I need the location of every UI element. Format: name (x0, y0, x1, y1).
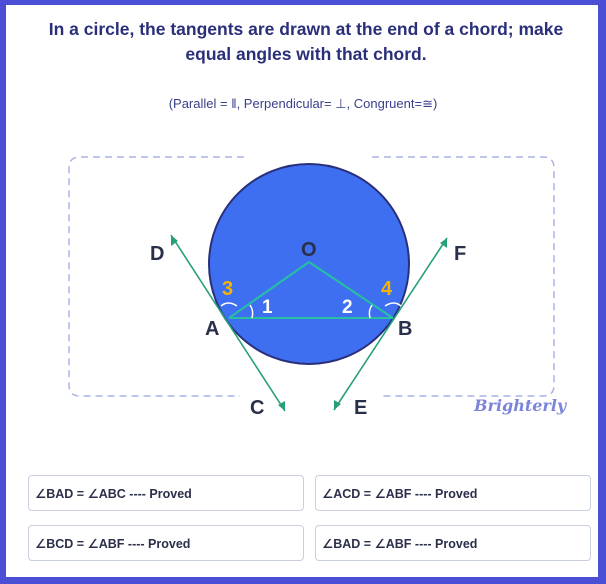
angle-label-3: 3 (222, 278, 233, 300)
answer-option-3[interactable]: ∠BCD = ∠ABF ---- Proved (28, 525, 304, 561)
point-label-b: B (398, 318, 412, 340)
arrowhead-f (440, 238, 447, 248)
point-label-o: O (301, 239, 317, 261)
angle-label-2: 2 (342, 297, 353, 318)
tangent-line-dc (170, 234, 286, 412)
brighterly-logo: Brighterly (474, 396, 567, 415)
circle (208, 163, 410, 365)
angle-arc-3 (220, 302, 238, 307)
angle-label-1: 1 (262, 297, 273, 318)
answer-option-2[interactable]: ∠ACD = ∠ABF ---- Proved (315, 475, 591, 511)
arrowhead-e (334, 400, 341, 410)
answer-option-label: ∠BAD = ∠ABC ---- Proved (35, 486, 192, 501)
angle-arc-4 (384, 302, 402, 307)
answer-option-label: ∠BAD = ∠ABF ---- Proved (322, 536, 478, 551)
point-label-c: C (250, 397, 264, 419)
answer-option-1[interactable]: ∠BAD = ∠ABC ---- Proved (28, 475, 304, 511)
answer-option-label: ∠ACD = ∠ABF ---- Proved (322, 486, 478, 501)
point-label-e: E (354, 397, 367, 419)
question-line-2: equal angles with that chord. (185, 44, 427, 64)
radius-oa (228, 261, 310, 319)
radius-ob (308, 261, 394, 319)
angle-arc-1 (249, 304, 254, 319)
angle-arc-2 (368, 304, 373, 319)
symbols-legend: (Parallel = ‖, Perpendicular= ⊥, Congrue… (168, 96, 438, 111)
arrowhead-d (171, 235, 178, 246)
angle-label-4: 4 (381, 278, 393, 300)
dashed-frame (68, 156, 555, 397)
question-title: In a circle, the tangents are drawn at t… (26, 17, 586, 67)
point-label-f: F (454, 243, 466, 265)
point-label-a: A (205, 318, 219, 340)
tangent-line-fe (333, 237, 448, 411)
answer-option-label: ∠BCD = ∠ABF ---- Proved (35, 536, 191, 551)
arrowhead-c (278, 401, 285, 411)
answer-option-4[interactable]: ∠BAD = ∠ABF ---- Proved (315, 525, 591, 561)
question-line-1: In a circle, the tangents are drawn at t… (48, 19, 564, 39)
point-label-d: D (150, 243, 164, 265)
